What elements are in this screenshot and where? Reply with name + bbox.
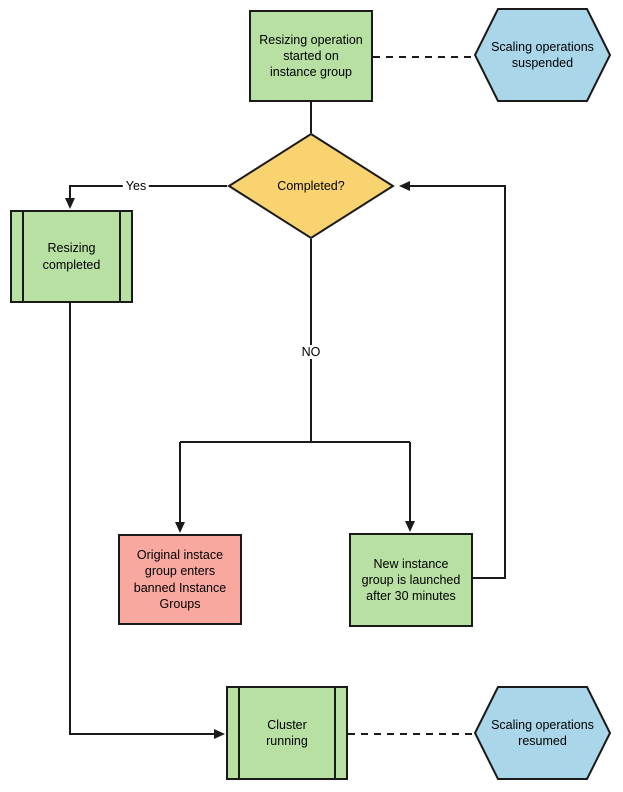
arrowhead-left-completed <box>399 181 410 191</box>
node-resizing-completed-label: Resizing completed <box>42 241 101 272</box>
node-banned-groups-label: Original instace group enters banned Ins… <box>133 548 227 611</box>
predefined-bar-right <box>119 212 121 301</box>
arrowhead-down-resizing <box>65 198 75 209</box>
node-cluster-running-label: Cluster running <box>266 717 308 748</box>
node-cluster-running: Cluster running <box>226 686 348 780</box>
edge-resizing-to-cluster <box>69 303 214 735</box>
edge-label-no: NO <box>298 345 324 359</box>
node-new-instance-group: New instance group is launched after 30 … <box>349 533 473 627</box>
node-scaling-suspended: Scaling operations suspended <box>473 8 612 102</box>
node-resizing-started: Resizing operation started on instance g… <box>249 10 373 102</box>
predefined-bar-right <box>334 688 336 778</box>
node-completed-decision-label: Completed? <box>277 178 345 193</box>
node-resizing-completed: Resizing completed <box>10 210 133 303</box>
arrowhead-down-banned <box>175 522 185 533</box>
predefined-bar-left <box>22 212 24 301</box>
hexagon-shape <box>473 686 612 780</box>
arrowhead-right-cluster <box>214 729 225 739</box>
node-scaling-resumed: Scaling operations resumed <box>473 686 612 780</box>
edge-newgroup-to-completed <box>410 185 506 579</box>
node-banned-groups: Original instace group enters banned Ins… <box>118 534 242 625</box>
hexagon-shape <box>473 8 612 102</box>
predefined-bar-left <box>238 688 240 778</box>
node-completed-decision: Completed? <box>227 132 395 240</box>
diamond-shape <box>227 132 395 240</box>
node-resizing-started-label: Resizing operation started on instance g… <box>259 32 363 80</box>
node-scaling-resumed-label: Scaling operations resumed <box>491 717 594 748</box>
node-new-instance-group-label: New instance group is launched after 30 … <box>361 556 461 604</box>
node-scaling-suspended-label: Scaling operations suspended <box>491 39 594 70</box>
edge-no-branch <box>179 239 411 523</box>
arrowhead-down-newgroup <box>405 521 415 532</box>
edge-label-yes: Yes <box>122 179 150 193</box>
